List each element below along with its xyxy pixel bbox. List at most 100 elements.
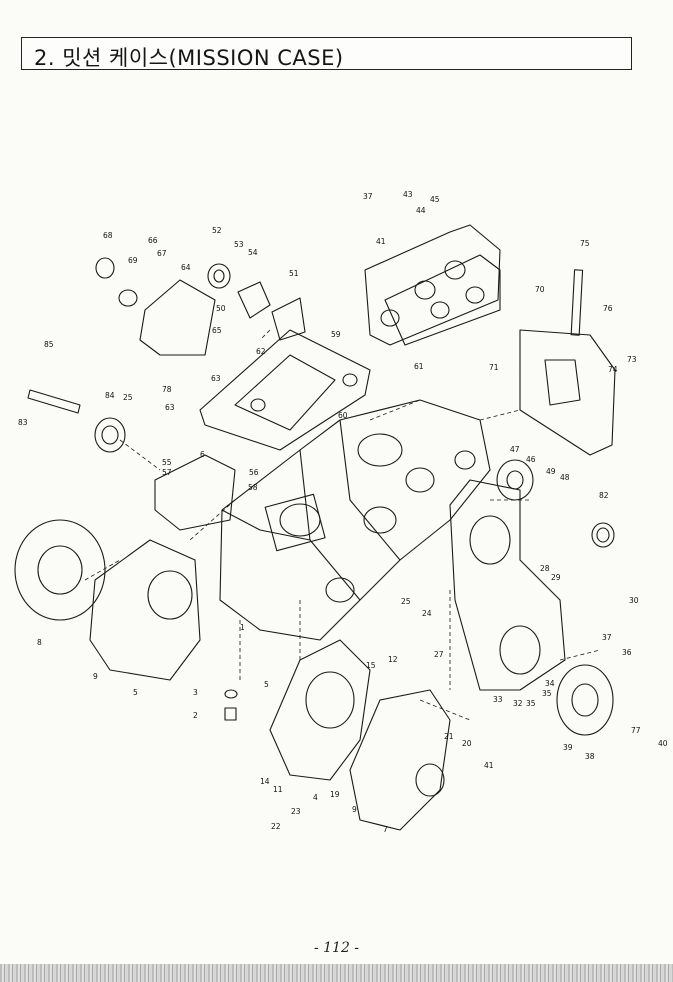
oil-seal xyxy=(94,417,126,453)
lower-housing xyxy=(269,639,371,781)
callout-label: 24 xyxy=(422,609,432,618)
callout-label: 27 xyxy=(434,650,444,659)
callout-label: 11 xyxy=(273,785,283,794)
callout-label: 69 xyxy=(128,256,138,265)
callout-label: 38 xyxy=(585,752,595,761)
callout-label: 3 xyxy=(193,688,198,697)
callout-label: 25 xyxy=(123,393,133,402)
callout-label: 85 xyxy=(44,340,54,349)
callout-label: 19 xyxy=(330,790,340,799)
callout-label: 71 xyxy=(489,363,499,372)
callout-label: 28 xyxy=(540,564,550,573)
upper-cover xyxy=(199,329,371,451)
callout-label: 67 xyxy=(157,249,167,258)
section-title: 2. 밋션 케이스(MISSION CASE) xyxy=(34,46,344,70)
callout-label: 37 xyxy=(363,192,373,201)
callout-label: 6 xyxy=(200,450,205,459)
callout-label: 75 xyxy=(580,239,590,248)
callout-label: 76 xyxy=(603,304,613,313)
callout-label: 33 xyxy=(493,695,503,704)
callout-label: 58 xyxy=(248,483,258,492)
callout-label: 66 xyxy=(148,236,158,245)
callout-label: 39 xyxy=(563,743,573,752)
callout-label: 23 xyxy=(291,807,301,816)
left-housing xyxy=(89,539,201,681)
scan-edge-strip xyxy=(0,964,673,982)
callout-label: 45 xyxy=(430,195,440,204)
callout-label: 55 xyxy=(162,458,172,467)
callout-label: 60 xyxy=(338,411,348,420)
callout-label: 29 xyxy=(551,573,561,582)
callout-label: 48 xyxy=(560,473,570,482)
shaft xyxy=(570,269,584,336)
callout-label: 64 xyxy=(181,263,191,272)
callout-label: 14 xyxy=(260,777,270,786)
callout-label: 56 xyxy=(249,468,259,477)
bearing xyxy=(591,522,615,548)
callout-label: 54 xyxy=(248,248,258,257)
callout-label: 77 xyxy=(631,726,641,735)
callout-label: 68 xyxy=(103,231,113,240)
callout-label: 57 xyxy=(162,468,172,477)
lower-cover xyxy=(349,689,451,831)
callout-label: 62 xyxy=(256,347,266,356)
callout-label: 47 xyxy=(510,445,520,454)
callout-label: 37 xyxy=(602,633,612,642)
callout-label: 49 xyxy=(546,467,556,476)
left-cover xyxy=(14,519,106,621)
callout-label: 5 xyxy=(133,688,138,697)
side-shaft xyxy=(27,389,81,414)
callout-label: 7 xyxy=(383,825,388,834)
callout-label: 61 xyxy=(414,362,424,371)
callout-label: 51 xyxy=(289,269,299,278)
side-plate xyxy=(519,329,616,456)
callout-label: 74 xyxy=(608,365,618,374)
callout-label: 5 xyxy=(264,680,269,689)
callout-label: 1 xyxy=(240,623,245,632)
callout-label: 32 xyxy=(513,699,523,708)
callout-label: 20 xyxy=(462,739,472,748)
callout-label: 9 xyxy=(93,672,98,681)
callout-label: 65 xyxy=(212,326,222,335)
right-end-cover xyxy=(556,664,614,736)
gear-housing xyxy=(449,479,566,691)
callout-label: 73 xyxy=(627,355,637,364)
callout-label: 41 xyxy=(376,237,386,246)
callout-labels: 1 2 3 4 5 5 6 7 8 9 9 11 12 14 15 19 20 … xyxy=(18,190,668,834)
callout-label: 35 xyxy=(542,689,552,698)
callout-label: 25 xyxy=(401,597,411,606)
callout-label: 4 xyxy=(313,793,318,802)
section-title-box: 2. 밋션 케이스(MISSION CASE) xyxy=(21,37,632,70)
callout-label: 43 xyxy=(403,190,413,199)
callout-label: 82 xyxy=(599,491,609,500)
page-number: - 112 - xyxy=(313,940,360,956)
callout-label: 2 xyxy=(193,711,198,720)
callout-label: 12 xyxy=(388,655,398,664)
callout-label: 78 xyxy=(162,385,172,394)
callout-label: 70 xyxy=(535,285,545,294)
callout-label: 22 xyxy=(271,822,281,831)
callout-label: 46 xyxy=(526,455,536,464)
callout-label: 50 xyxy=(216,304,226,313)
callout-label: 36 xyxy=(622,648,632,657)
callout-label: 34 xyxy=(545,679,555,688)
callout-label: 15 xyxy=(366,661,376,670)
callout-label: 40 xyxy=(658,739,668,748)
callout-label: 52 xyxy=(212,226,222,235)
callout-label: 84 xyxy=(105,391,115,400)
callout-label: 59 xyxy=(331,330,341,339)
callout-label: 44 xyxy=(416,206,426,215)
callout-label: 63 xyxy=(165,403,175,412)
callout-label: 35 xyxy=(526,699,536,708)
callout-label: 9 xyxy=(352,805,357,814)
callout-label: 21 xyxy=(444,732,454,741)
callout-label: 41 xyxy=(484,761,494,770)
callout-label: 63 xyxy=(211,374,221,383)
callout-label: 53 xyxy=(234,240,244,249)
callout-label: 30 xyxy=(629,596,639,605)
mission-case-body xyxy=(219,399,491,641)
top-plate xyxy=(364,224,501,346)
callout-label: 83 xyxy=(18,418,28,427)
callout-label: 8 xyxy=(37,638,42,647)
